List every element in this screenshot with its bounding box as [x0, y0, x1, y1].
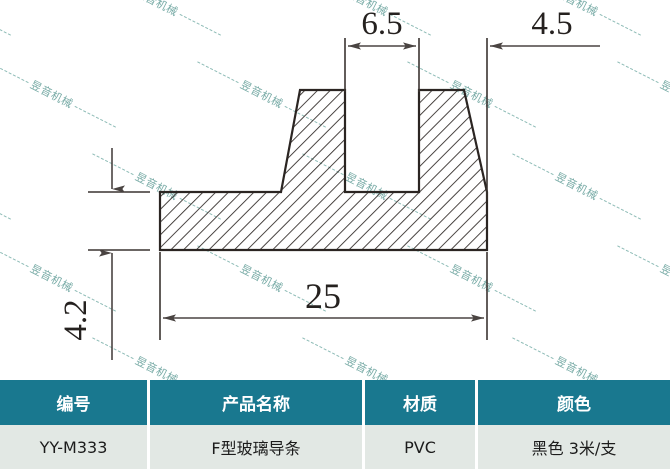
dimension-6-5: 6.5 — [344, 6, 420, 92]
dimension-4-5-label: 4.5 — [531, 6, 572, 42]
dimension-4-2: 4.2 — [58, 148, 150, 360]
dimension-4-2-label: 4.2 — [58, 299, 94, 340]
header-cell-code: 编号 — [0, 380, 150, 425]
data-cell-name: F型玻璃导条 — [150, 425, 365, 469]
data-cell-code: YY-M333 — [0, 425, 150, 469]
dimension-6-5-label: 6.5 — [361, 6, 402, 42]
spec-table-header-row: 编号 产品名称 材质 颜色 — [0, 380, 670, 425]
profile-outline — [158, 88, 489, 252]
header-cell-color: 颜色 — [557, 395, 591, 415]
cross-section-drawing: 6.5 4.5 4.2 25 — [58, 6, 600, 360]
spec-table-data-row: YY-M333 F型玻璃导条 PVC 黑色 3米/支 — [0, 425, 670, 469]
data-cell-color: 黑色 3米/支 — [531, 439, 617, 458]
dimension-25: 25 — [159, 252, 488, 340]
data-cell-material: PVC — [365, 425, 478, 469]
profile-section — [158, 88, 489, 252]
spec-table: 编号 产品名称 材质 颜色 YY-M333 F型玻璃导条 PVC 黑色 3米/支 — [0, 380, 670, 469]
dimension-4-5: 4.5 — [486, 6, 600, 200]
header-cell-material: 材质 — [365, 380, 478, 425]
header-cell-name: 产品名称 — [150, 380, 365, 425]
dimension-25-label: 25 — [305, 276, 341, 316]
